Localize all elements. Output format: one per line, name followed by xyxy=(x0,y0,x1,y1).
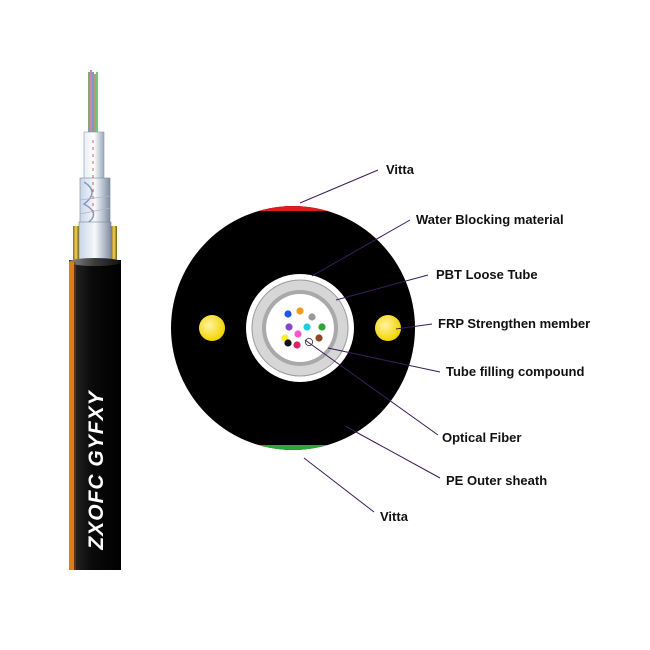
optical-fiber-dot xyxy=(284,339,292,347)
leader-water-blocking xyxy=(311,219,411,277)
optical-fiber-dot xyxy=(284,310,292,318)
outer-sheath-body xyxy=(69,260,121,570)
cross-section xyxy=(171,206,415,450)
leader-pbt-tube xyxy=(335,274,429,301)
label-fiber: Optical Fiber xyxy=(442,430,521,445)
label-vitta-bottom: Vitta xyxy=(380,509,409,524)
optical-fiber-dot xyxy=(303,323,311,331)
frp-member-left xyxy=(199,315,225,341)
label-frp: FRP Strengthen member xyxy=(438,316,590,331)
optical-fiber-bundle xyxy=(281,307,326,349)
tube-filling-compound xyxy=(266,294,334,362)
leader-vitta-bottom xyxy=(303,457,375,513)
label-filling: Tube filling compound xyxy=(446,364,584,379)
leader-pe-sheath xyxy=(344,425,441,479)
optical-fiber-dot xyxy=(293,341,301,349)
leader-vitta-top xyxy=(299,169,379,204)
optical-fiber-dot xyxy=(296,307,304,315)
label-vitta-top: Vitta xyxy=(386,162,415,177)
frp-member-right xyxy=(375,315,401,341)
optical-fiber-dot xyxy=(308,313,316,321)
loose-tube-segment xyxy=(83,131,105,183)
leader-fiber xyxy=(304,339,439,436)
optical-fiber-dot xyxy=(294,330,302,338)
gold-strength-left xyxy=(73,226,79,262)
cable-side-view: ZXOFC GYFXY xyxy=(69,70,121,570)
optical-fiber-dot xyxy=(315,334,323,342)
water-blocking-wrap xyxy=(79,177,111,227)
label-pbt-tube: PBT Loose Tube xyxy=(436,267,538,282)
gold-strength-right xyxy=(111,226,117,262)
label-water-blocking: Water Blocking material xyxy=(416,212,564,227)
vitta-top-band xyxy=(250,206,336,211)
outer-sheath-cut xyxy=(69,258,121,266)
optical-fiber-dot xyxy=(285,323,293,331)
label-pe-sheath: PE Outer sheath xyxy=(446,473,547,488)
inner-wrap-lower xyxy=(78,221,112,263)
callout-labels: Vitta Water Blocking material PBT Loose … xyxy=(380,162,590,524)
vitta-bottom-band xyxy=(250,445,336,450)
orange-vitta-stripe xyxy=(69,262,74,570)
leader-filling xyxy=(327,347,441,373)
leader-frp xyxy=(395,323,433,330)
leader-lines xyxy=(299,169,441,513)
optical-fiber-dot xyxy=(318,323,326,331)
cable-brand-text: ZXOFC GYFXY xyxy=(85,389,108,550)
binder-yarn xyxy=(82,181,95,225)
